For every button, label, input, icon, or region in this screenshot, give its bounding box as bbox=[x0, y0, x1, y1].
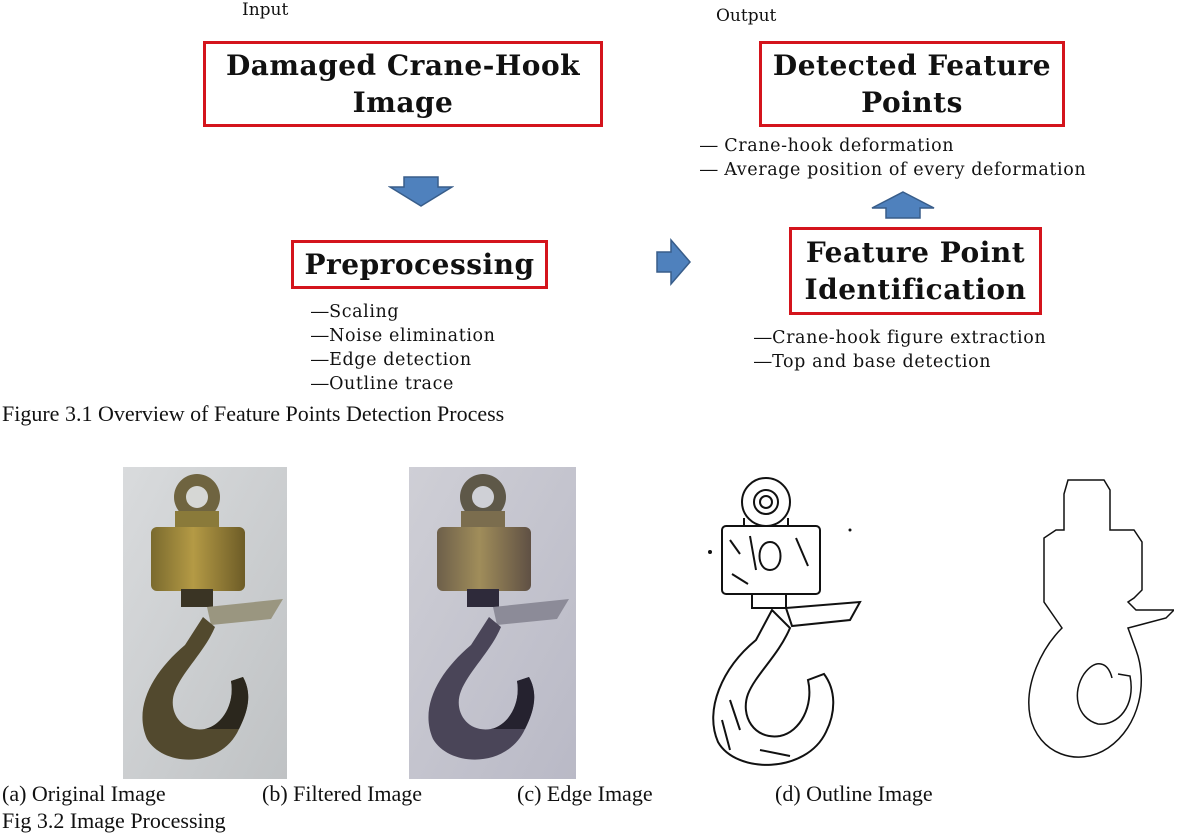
input-box-line2: Image bbox=[352, 86, 454, 119]
input-box-line1: Damaged Crane-Hook bbox=[225, 49, 581, 82]
identification-box-line2: Identification bbox=[804, 273, 1027, 306]
list-item: ―Top and base detection bbox=[754, 352, 992, 372]
preprocessing-box: Preprocessing bbox=[291, 240, 548, 289]
list-item: ― Average position of every deformation bbox=[700, 160, 1087, 180]
output-items: ― Crane-hook deformation ― Average posit… bbox=[700, 134, 1086, 182]
identification-box: Feature Point Identification bbox=[789, 227, 1042, 315]
arrow-down-icon bbox=[388, 176, 454, 207]
arrow-right-icon bbox=[656, 238, 691, 286]
figure1-caption: Figure 3.1 Overview of Feature Points De… bbox=[2, 401, 505, 426]
caption-original: (a) Original Image bbox=[2, 781, 166, 806]
preprocessing-box-line1: Preprocessing bbox=[304, 248, 535, 281]
output-label: Output bbox=[716, 6, 777, 26]
input-box: Damaged Crane-Hook Image bbox=[203, 41, 603, 127]
caption-filtered: (b) Filtered Image bbox=[262, 781, 423, 806]
caption-outline: (d) Outline Image bbox=[775, 781, 933, 806]
list-item: ―Outline trace bbox=[311, 374, 454, 394]
filtered-image bbox=[409, 467, 576, 779]
edge-image bbox=[700, 470, 864, 782]
figure2-caption: Fig 3.2 Image Processing bbox=[2, 808, 226, 833]
output-box-line1: Detected Feature bbox=[772, 49, 1052, 82]
outline-image bbox=[1024, 478, 1174, 768]
output-box: Detected Feature Points bbox=[759, 41, 1065, 127]
list-item: ―Noise elimination bbox=[311, 326, 496, 346]
list-item: ―Edge detection bbox=[311, 350, 472, 370]
caption-edge: (c) Edge Image bbox=[517, 781, 653, 806]
output-box-line2: Points bbox=[861, 86, 963, 119]
list-item: ―Crane-hook figure extraction bbox=[754, 328, 1047, 348]
list-item: ―Scaling bbox=[311, 302, 400, 322]
identification-items: ―Crane-hook figure extraction ―Top and b… bbox=[754, 326, 1046, 374]
identification-box-line1: Feature Point bbox=[805, 236, 1026, 269]
preprocessing-items: ―Scaling ―Noise elimination ―Edge detect… bbox=[311, 300, 496, 396]
list-item: ― Crane-hook deformation bbox=[700, 136, 955, 156]
input-label: Input bbox=[242, 0, 289, 20]
original-image bbox=[123, 467, 287, 779]
arrow-up-icon bbox=[871, 191, 935, 219]
